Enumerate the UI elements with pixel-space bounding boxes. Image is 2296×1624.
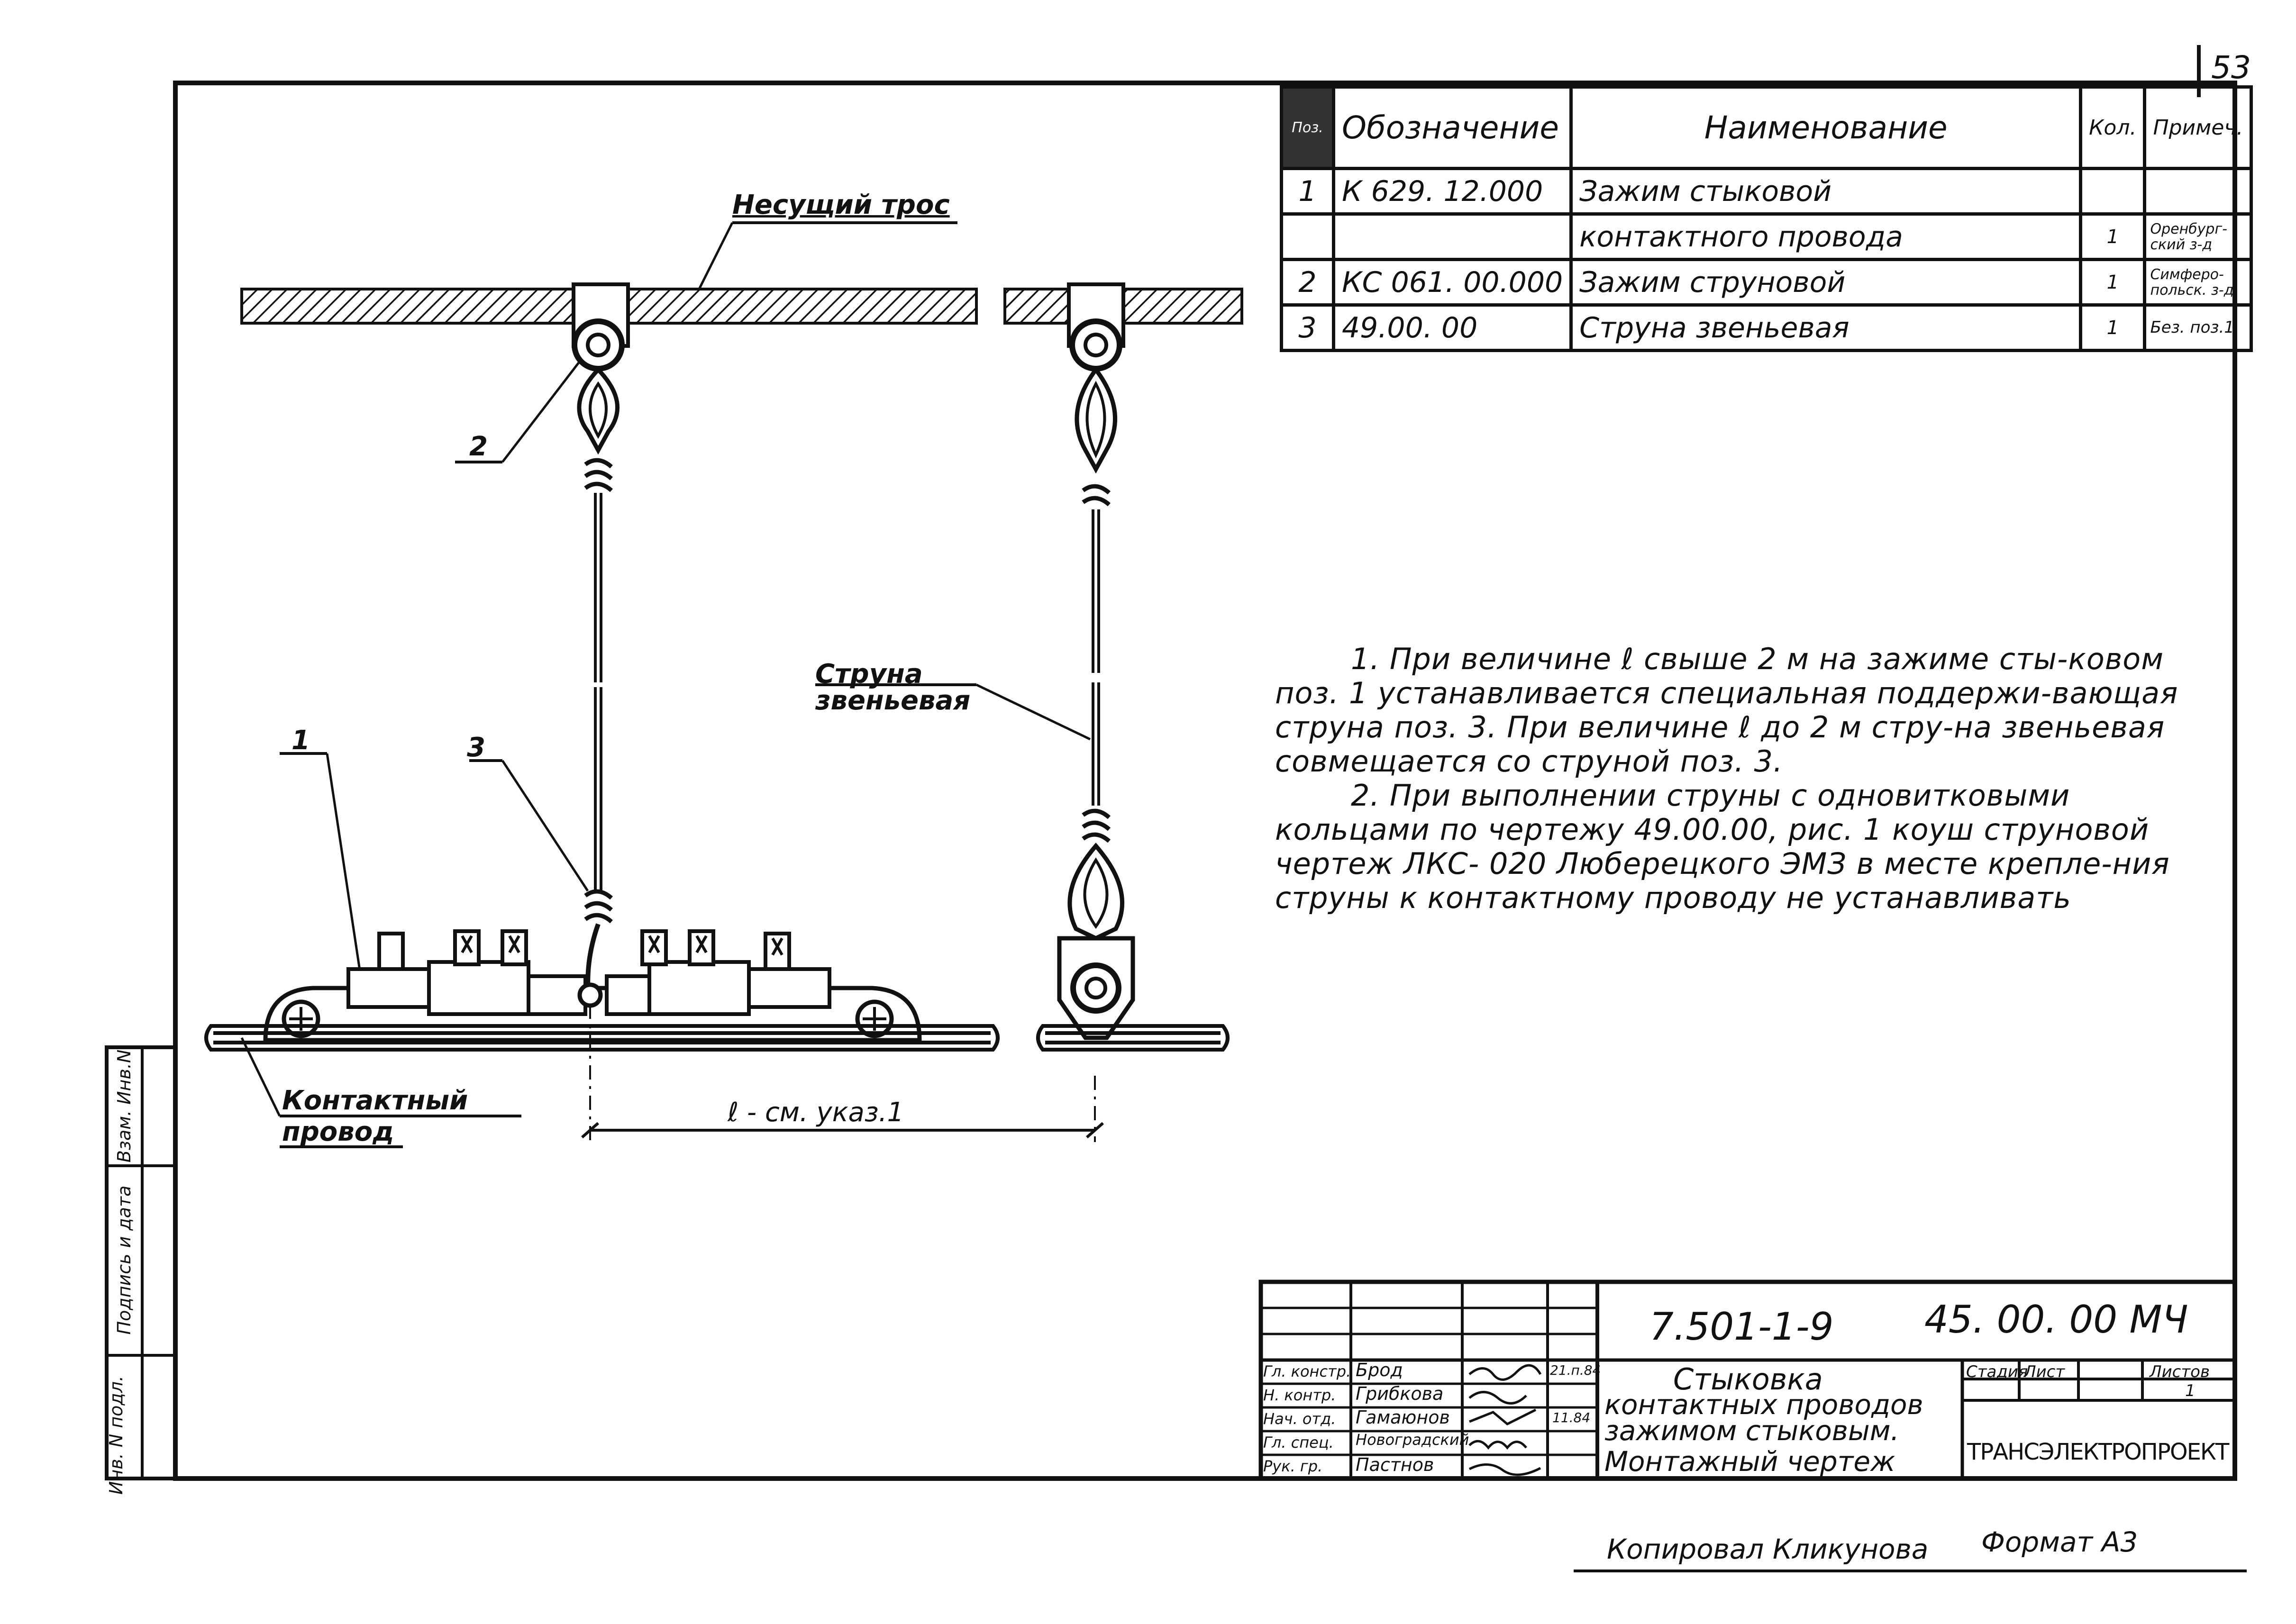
format: Формат А3	[1981, 1526, 2138, 1558]
callout-1: 1	[292, 725, 310, 756]
dimension-label: ℓ - см. указ.1	[728, 1097, 904, 1128]
contact-wire-label: Контактный провод	[282, 1085, 468, 1147]
carrier-cable-label: Несущий трос	[732, 190, 950, 220]
front-view	[204, 221, 1104, 1148]
date-1: 21.п.84	[1550, 1362, 1601, 1378]
spec-table: Поз. Обозначение Наименование Кол. Приме…	[1280, 85, 2253, 352]
callout-2: 2	[469, 431, 488, 462]
table-row: контактного провода 1 Оренбург-ский з-д	[1280, 212, 2253, 261]
row-note: Симферо-польск. з-д	[2143, 258, 2253, 307]
name-4: Новоградский	[1356, 1431, 1469, 1449]
callout-3: 3	[467, 732, 485, 763]
row-note: Без. поз.1	[2143, 303, 2253, 352]
header-qty: Кол.	[2079, 85, 2147, 170]
row-name: Струна звеньевая	[1569, 303, 2083, 352]
name-3: Гамаюнов	[1356, 1407, 1450, 1428]
note-2: 2. При выполнении струны с одновитковыми…	[1275, 778, 2170, 915]
row-designation: 49.00. 00	[1331, 303, 1573, 352]
dropper-label: Струна звеньевая	[815, 659, 971, 716]
margin-label-inv: Инв. N подл.	[106, 1375, 127, 1495]
title-line-1: Стыковка	[1673, 1362, 1823, 1397]
row-pos: 3	[1280, 303, 1335, 352]
sheets-value: 1	[2185, 1381, 2196, 1400]
organization: ТРАНСЭЛЕКТРОПРОЕКТ	[1967, 1439, 2229, 1465]
row-designation: КС 061. 00.000	[1331, 258, 1573, 307]
role-1: Гл. констр.	[1263, 1362, 1351, 1380]
name-2: Грибкова	[1356, 1383, 1444, 1404]
title-line-4: Монтажный чертеж	[1604, 1445, 1895, 1478]
row-designation: К 629. 12.000	[1331, 167, 1573, 216]
row-qty: 1	[2079, 258, 2147, 307]
title-line-3: зажимом стыковым.	[1604, 1415, 1899, 1447]
date-3: 11.84	[1552, 1410, 1591, 1425]
role-5: Рук. гр.	[1263, 1457, 1323, 1475]
header-designation: Обозначение	[1331, 85, 1573, 170]
role-2: Н. контр.	[1263, 1386, 1336, 1404]
header-pos: Поз.	[1280, 85, 1335, 170]
role-3: Нач. отд.	[1263, 1410, 1336, 1428]
notes: 1. При величине ℓ свыше 2 м на зажиме ст…	[1275, 642, 2214, 915]
row-note	[2143, 167, 2253, 216]
page-number-box	[2197, 45, 2201, 97]
row-name: Зажим струновой	[1569, 258, 2083, 307]
row-qty: 1	[2079, 212, 2147, 261]
signatures-image	[1468, 1364, 1542, 1476]
row-pos: 1	[1280, 167, 1335, 216]
sheet-frame	[173, 81, 2237, 1481]
name-5: Пастнов	[1356, 1454, 1434, 1475]
doc-code: 7.501-1-9	[1649, 1305, 1834, 1349]
margin-label-signature: Подпись и дата	[114, 1185, 135, 1335]
stage-label: Стадия	[1966, 1362, 2028, 1381]
drawing-number: 45. 00. 00 МЧ	[1924, 1297, 2188, 1342]
table-row: 2 КС 061. 00.000 Зажим струновой 1 Симфе…	[1280, 258, 2253, 307]
row-qty	[2079, 167, 2147, 216]
row-pos	[1280, 212, 1335, 261]
row-pos: 2	[1280, 258, 1335, 307]
title-line-2: контактных проводов	[1604, 1388, 1923, 1421]
side-view	[815, 282, 1243, 1052]
page-number: 53	[2211, 49, 2251, 86]
row-note: Оренбург-ский з-д	[2143, 212, 2253, 261]
copied-by: Копировал Кликунова	[1607, 1533, 1929, 1565]
margin-label-replacement: Взам. Инв.N	[114, 1049, 135, 1163]
table-row: 3 49.00. 00 Струна звеньевая 1 Без. поз.…	[1280, 303, 2253, 352]
row-qty: 1	[2079, 303, 2147, 352]
role-4: Гл. спец.	[1263, 1433, 1334, 1452]
note-1: 1. При величине ℓ свыше 2 м на зажиме ст…	[1275, 642, 2178, 779]
row-designation	[1331, 212, 1573, 261]
header-note: Примеч.	[2143, 85, 2253, 170]
contact-wire	[204, 1024, 1000, 1052]
name-1: Брод	[1356, 1360, 1403, 1380]
row-name: контактного провода	[1569, 212, 2083, 261]
header-name: Наименование	[1569, 85, 2083, 170]
spec-table-header: Поз. Обозначение Наименование Кол. Приме…	[1280, 85, 2253, 170]
row-name: Зажим стыковой	[1569, 167, 2083, 216]
sheet-label: Лист	[2024, 1362, 2065, 1381]
title-block-grid	[1258, 1279, 2237, 1481]
table-row: 1 К 629. 12.000 Зажим стыковой	[1280, 167, 2253, 216]
sheets-label: Листов	[2150, 1362, 2210, 1381]
